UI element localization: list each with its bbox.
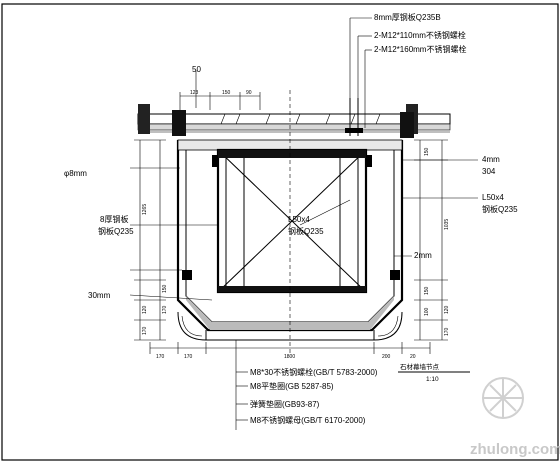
fastener-bolt: M8*30不锈钢螺栓(GB/T 5783-2000) <box>250 367 378 377</box>
callout-right-l50x4: L50x4 <box>482 193 504 202</box>
bottom-corner-pieces <box>177 311 403 341</box>
dim-right-0: 150 <box>424 147 430 156</box>
center-label-l50x4: L50x4 <box>288 215 310 224</box>
callout-top-plate: 8mm厚钢板Q235B <box>374 12 441 22</box>
dim-bottom-2: 1800 <box>284 354 295 360</box>
callout-top-bolt-160: 2-M12*160mm不锈钢螺栓 <box>374 44 466 54</box>
watermark-logo <box>482 377 524 419</box>
dim-right-5: 170 <box>444 327 450 336</box>
callout-left-phi8: φ8mm <box>64 169 87 178</box>
dim-bottom-3: 200 <box>382 354 391 360</box>
leader-lines <box>129 17 478 430</box>
dimension-lines <box>134 90 448 355</box>
fastener-spring-washer: 弹簧垫圈(GB93-87) <box>250 399 320 409</box>
dim-left-2: 170 <box>162 305 168 314</box>
callout-right-2mm: 2mm <box>414 251 432 260</box>
callout-left-30mm: 30mm <box>88 291 111 300</box>
callout-left-50: 50 <box>192 65 201 74</box>
center-label-q235: 钢板Q235 <box>288 226 324 236</box>
dim-left-0: 1265 <box>142 204 148 215</box>
dim-top-0: 123 <box>190 90 199 96</box>
fastener-washer: M8平垫圈(GB 5287-85) <box>250 381 334 391</box>
dim-left-3: 120 <box>142 305 148 314</box>
dim-right-2: 150 <box>424 286 430 295</box>
dim-right-3: 120 <box>444 305 450 314</box>
dim-right-4: 100 <box>424 307 430 316</box>
inner-steel-box <box>182 148 400 294</box>
callout-left-q235: 钢板Q235 <box>98 226 134 236</box>
callout-right-q235: 钢板Q235 <box>482 204 518 214</box>
dim-bottom-0: 170 <box>156 354 165 360</box>
watermark-text: zhulong.com <box>470 441 560 458</box>
dim-top-1: 150 <box>222 90 231 96</box>
drawing-title: 石材幕墙节点 <box>400 362 440 371</box>
fastener-nut: M8不锈钢螺母(GB/T 6170-2000) <box>250 415 366 425</box>
drawing-border <box>1 3 559 461</box>
dim-bottom-1: 170 <box>184 354 193 360</box>
dim-left-1: 150 <box>162 284 168 293</box>
left-end-post <box>138 104 150 134</box>
dim-top-2: 90 <box>246 90 252 96</box>
dim-right-1: 1035 <box>444 219 450 230</box>
drawing-scale: 1:10 <box>426 376 439 383</box>
dim-bottom-4: 20 <box>410 354 416 360</box>
right-anchor-block <box>400 112 414 138</box>
left-anchor-block <box>172 110 186 136</box>
top-stone-slab <box>137 98 451 138</box>
dim-left-4: 170 <box>142 326 148 335</box>
callout-left-plate: 8厚钢板 <box>100 214 128 224</box>
callout-right-304: 304 <box>482 167 496 176</box>
callout-top-bolt-110: 2-M12*110mm不锈钢螺栓 <box>374 30 466 40</box>
callout-right-4mm: 4mm <box>482 155 500 164</box>
